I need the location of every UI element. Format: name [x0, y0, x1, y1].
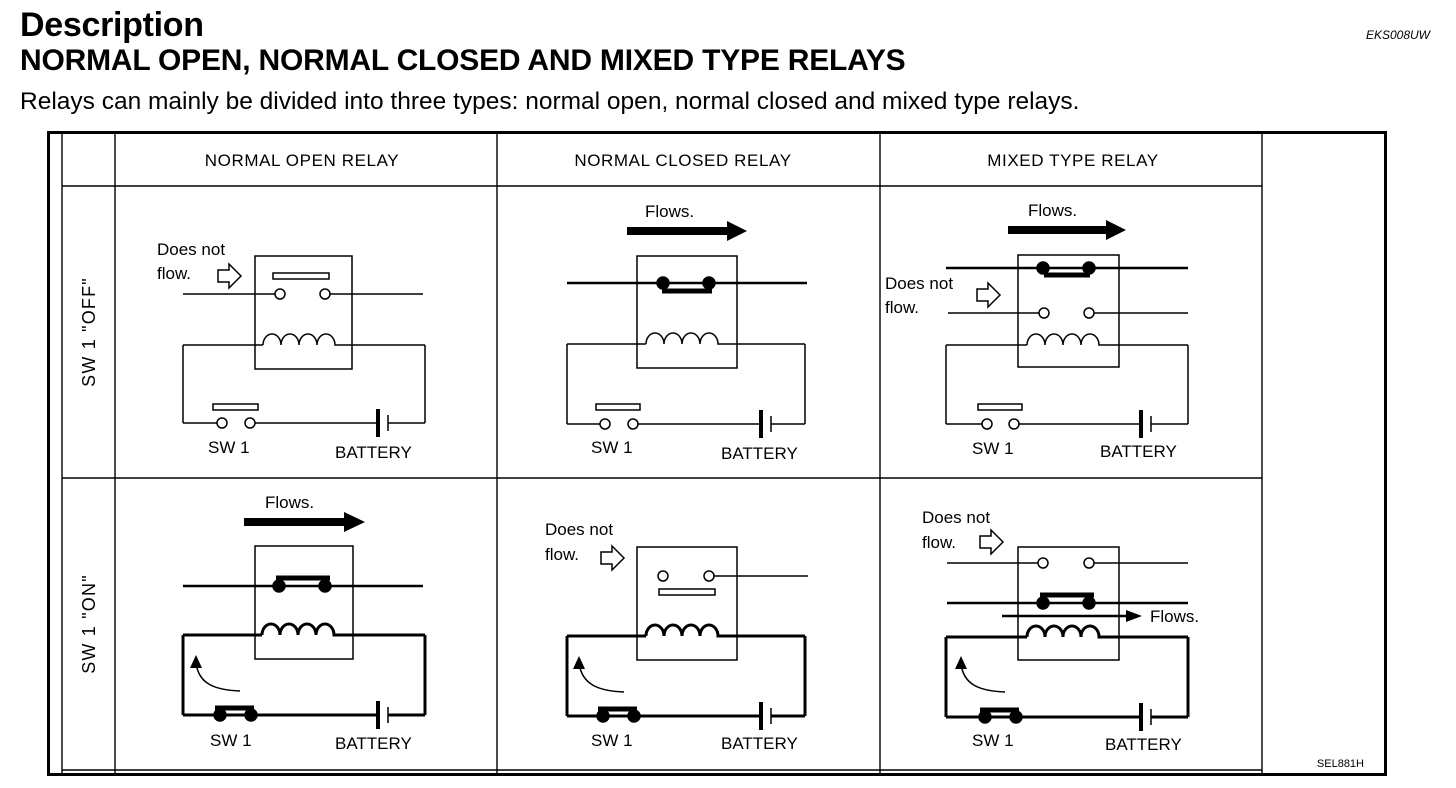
does-not-flow-label: flow.: [545, 545, 579, 564]
cell-normal-open-off: [182, 255, 426, 437]
sw1-label: SW 1: [591, 731, 633, 750]
document-code: EKS008UW: [1365, 28, 1430, 42]
arrow-icon: [573, 656, 585, 669]
sw1-label: SW 1: [972, 439, 1014, 458]
flows-label: Flows.: [265, 493, 314, 512]
does-not-flow-label: Does not: [157, 240, 225, 259]
figure-reference: SEL881H: [1316, 758, 1364, 770]
cell-normal-open-on: [181, 518, 427, 729]
arrow-icon: [190, 655, 202, 668]
arrow-icon: [1126, 610, 1142, 622]
arrow-icon: [955, 656, 967, 669]
sw1-label: SW 1: [591, 438, 633, 457]
arrow-icon: [344, 512, 365, 532]
battery-label: BATTERY: [721, 734, 798, 753]
arrow-icon: [727, 221, 747, 241]
sw1-label: SW 1: [208, 438, 250, 457]
row-header-sw1-off: SW 1 "OFF": [79, 277, 99, 387]
cell-mixed-type-off: [945, 226, 1189, 438]
arrow-icon: [1106, 220, 1126, 240]
sw1-label: SW 1: [210, 731, 252, 750]
cell-mixed-type-on: [944, 528, 1190, 731]
column-header-normal-closed: NORMAL CLOSED RELAY: [574, 151, 791, 170]
column-header-normal-open: NORMAL OPEN RELAY: [205, 151, 399, 170]
battery-label: BATTERY: [335, 734, 412, 753]
cell-normal-closed-off: [566, 227, 807, 438]
does-not-flow-label: flow.: [885, 298, 919, 317]
cell-normal-closed-on: [565, 544, 808, 730]
sw1-label: SW 1: [972, 731, 1014, 750]
flows-label: Flows.: [1028, 201, 1077, 220]
flows-label: Flows.: [645, 202, 694, 221]
battery-label: BATTERY: [335, 443, 412, 462]
row-header-sw1-on: SW 1 "ON": [79, 574, 99, 674]
does-not-flow-label: Does not: [545, 520, 613, 539]
intro-text: Relays can mainly be divided into three …: [20, 88, 1080, 115]
page-title: Description: [20, 6, 204, 44]
table-grid: [61, 133, 1263, 773]
does-not-flow-label: flow.: [922, 533, 956, 552]
page-subtitle: NORMAL OPEN, NORMAL CLOSED AND MIXED TYP…: [20, 44, 906, 77]
does-not-flow-label: flow.: [157, 264, 191, 283]
relay-table-frame: [47, 131, 1387, 776]
does-not-flow-label: Does not: [885, 274, 953, 293]
battery-label: BATTERY: [1105, 735, 1182, 754]
column-header-mixed-type: MIXED TYPE RELAY: [987, 151, 1158, 170]
battery-label: BATTERY: [1100, 442, 1177, 461]
does-not-flow-label: Does not: [922, 508, 990, 527]
battery-label: BATTERY: [721, 444, 798, 463]
flows-label: Flows.: [1150, 607, 1199, 626]
